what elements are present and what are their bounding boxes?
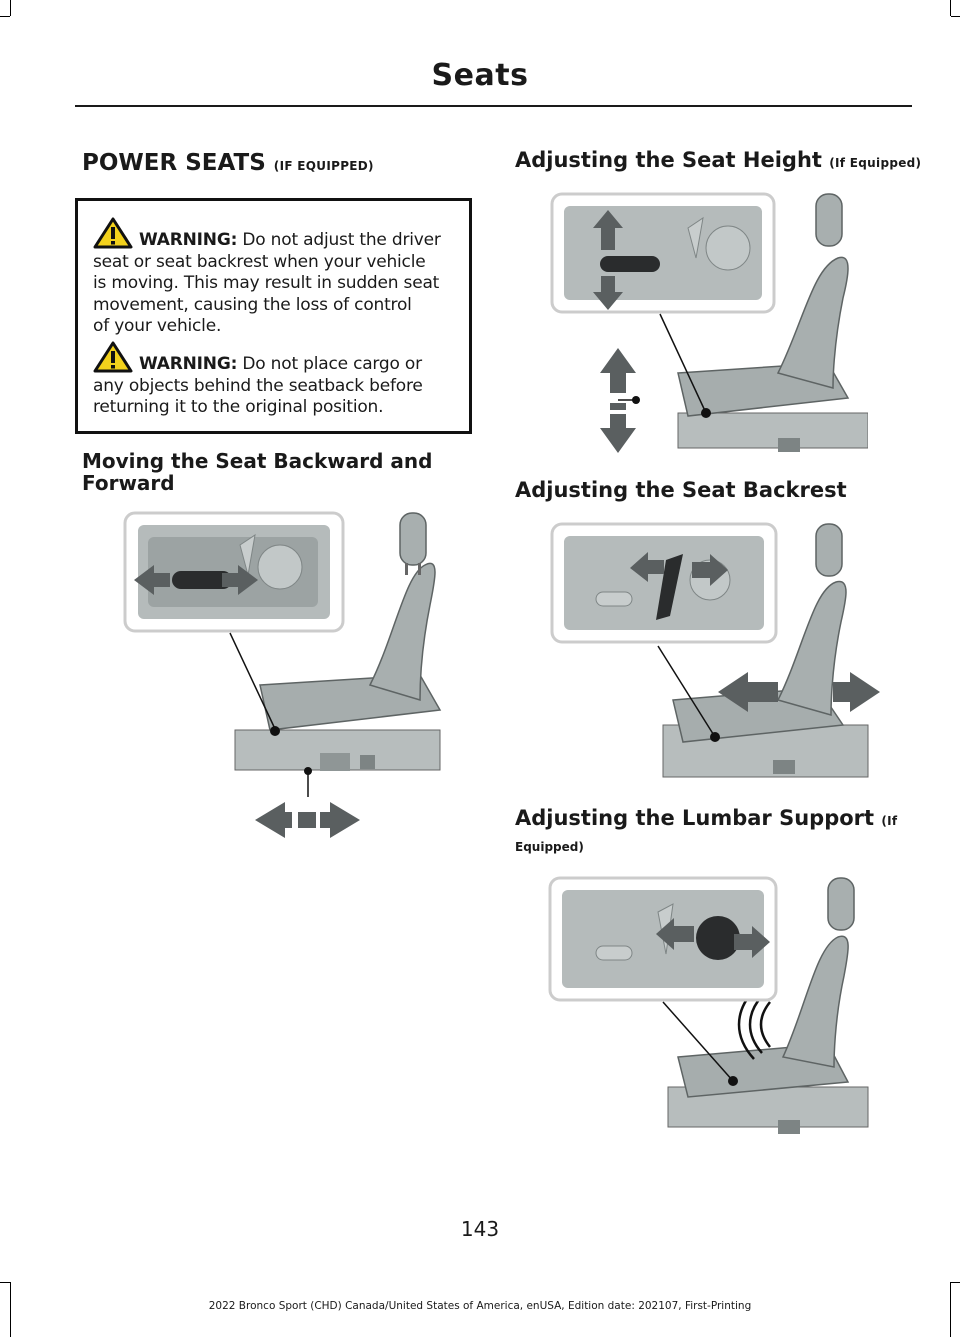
heading-suffix: (If	[881, 814, 898, 828]
heading-suffix: Equipped)	[515, 840, 584, 854]
crop-mark	[951, 16, 960, 17]
crop-mark	[950, 1282, 951, 1337]
page-header: Seats	[431, 58, 529, 93]
warning-text: Do not adjust the driver	[242, 230, 441, 250]
warning-label: WARNING:	[139, 354, 238, 374]
footer-text: 2022 Bronco Sport (CHD) Canada/United St…	[208, 1300, 752, 1312]
heading-seat-height: Adjusting the Seat Height (If Equipped)	[515, 148, 921, 172]
up-down-arrow-icon	[593, 210, 623, 310]
heading-suffix: (If Equipped)	[829, 156, 922, 170]
crop-mark	[10, 0, 11, 16]
seat-height-illustration	[550, 192, 868, 453]
warning-triangle-icon	[93, 341, 133, 373]
heading-lumbar-support: Adjusting the Lumbar Support (If	[515, 806, 897, 830]
warning-box: WARNING: Do not adjust the driver seat o…	[75, 198, 472, 434]
heading-text: Adjusting the Lumbar Support	[515, 806, 875, 830]
double-arrow-icon	[134, 565, 258, 595]
heading-text: Adjusting the Seat Backrest	[515, 478, 847, 502]
lumbar-arrow-icon	[656, 918, 770, 958]
crop-mark	[0, 16, 10, 17]
fore-aft-arrow-icon	[255, 802, 360, 838]
warning-2: WARNING: Do not place cargo or any objec…	[93, 341, 468, 419]
crop-mark	[951, 1282, 960, 1283]
warning-1: WARNING: Do not adjust the driver seat o…	[93, 217, 468, 338]
tilt-arrow-icon	[630, 552, 728, 586]
section-heading: POWER SEATS (IF EQUIPPED)	[82, 150, 374, 176]
seat-lumbar-illustration	[548, 876, 869, 1134]
warning-text: of your vehicle.	[93, 316, 222, 336]
seat-illustration	[234, 512, 442, 771]
heading-text: Adjusting the Seat Height	[515, 148, 822, 172]
crop-mark	[0, 1282, 10, 1283]
warning-text: returning it to the original position.	[93, 397, 384, 417]
subheading-line: Forward	[82, 471, 175, 495]
backrest-arrow-icon	[718, 672, 880, 712]
subheading-line: Moving the Seat Backward and	[82, 449, 433, 473]
page-number: 143	[460, 1217, 500, 1241]
warning-text: any objects behind the seatback before	[93, 375, 423, 396]
seat-backrest-illustration	[550, 522, 880, 778]
warning-text: is moving. This may result in sudden sea…	[93, 273, 440, 293]
warning-triangle-icon	[93, 217, 133, 249]
warning-text: movement, causing the loss of control	[93, 294, 412, 315]
heading-lumbar-suffix-line2: Equipped)	[515, 836, 584, 858]
crop-mark	[10, 1282, 11, 1337]
height-arrow-icon	[600, 348, 636, 453]
warning-label: WARNING:	[139, 230, 238, 250]
section-heading-suffix: (IF EQUIPPED)	[273, 159, 374, 173]
section-heading-text: POWER SEATS	[82, 150, 266, 176]
warning-text: Do not place cargo or	[242, 354, 422, 374]
header-rule	[75, 105, 912, 107]
heading-seat-backrest: Adjusting the Seat Backrest	[515, 478, 847, 502]
crop-mark	[950, 0, 951, 16]
warning-text: seat or seat backrest when your vehicle	[93, 251, 426, 272]
seat-fore-aft-illustration	[123, 511, 442, 838]
subheading-backward-forward: Moving the Seat Backward and Forward	[82, 450, 432, 494]
